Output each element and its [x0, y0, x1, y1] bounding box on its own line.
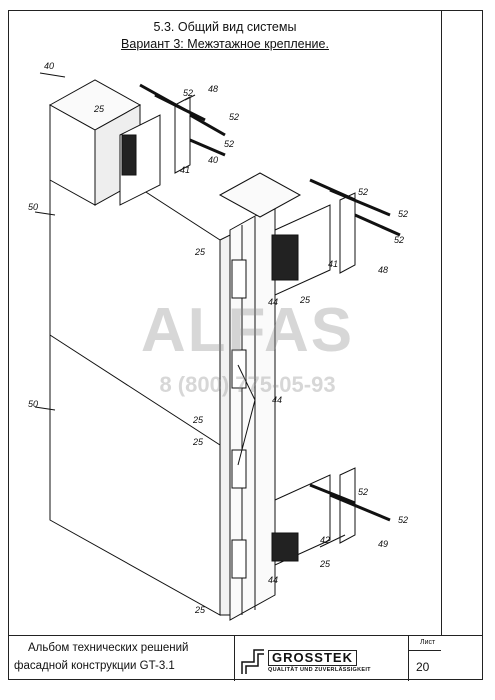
section-title: 5.3. Общий вид системы: [153, 20, 297, 34]
album-title-line2: фасадной конструкции GT-3.1: [14, 660, 175, 672]
album-title-line1: Альбом технических решений: [28, 642, 189, 654]
callout-label: 52: [229, 112, 239, 122]
callout-label: 50: [28, 399, 38, 409]
callout-label: 48: [208, 84, 218, 94]
callout-label: 48: [378, 265, 388, 275]
facade-system-drawing: 40 25 52 48 52 52 41 40 52 52 52 50 25 4…: [28, 61, 408, 621]
callout-label: 44: [268, 575, 278, 585]
callout-label: 52: [398, 209, 408, 219]
callout-label: 50: [28, 202, 38, 212]
callout-label: 25: [194, 605, 206, 615]
callout-label: 52: [183, 88, 193, 98]
variant-subtitle: Вариант 3: Межэтажное крепление.: [121, 37, 329, 51]
callout-label: 40: [208, 155, 218, 165]
callout-label: 52: [358, 187, 368, 197]
sheet-frame: [8, 10, 483, 680]
callout-label: 52: [358, 487, 368, 497]
callout-label: 25: [192, 415, 204, 425]
sheet-label: Лист: [420, 639, 436, 646]
callout-label: 25: [93, 104, 105, 114]
sheet-cell-divider: [408, 636, 409, 681]
logo-tagline: QUALITÄT UND ZUVERLÄSSIGKEIT: [268, 667, 371, 673]
callout-label: 40: [44, 61, 54, 71]
callout-label: 49: [378, 539, 388, 549]
sheet-cell-line: [408, 650, 441, 651]
callout-label: 44: [272, 395, 282, 405]
clip-44-c: [231, 449, 247, 489]
callout-label: 41: [180, 165, 190, 175]
callout-label: 25: [319, 559, 331, 569]
title-block-divider: [234, 636, 235, 681]
logo-name: GROSSTEK: [268, 650, 357, 666]
callout-label: 25: [299, 295, 311, 305]
callout-label: 42: [320, 535, 330, 545]
title-block: Альбом технических решений фасадной конс…: [8, 635, 483, 681]
callout-label: 52: [224, 139, 234, 149]
watermark-phone: 8 (800) 775-05-93: [159, 372, 336, 397]
hatch-block-lower: [271, 532, 299, 562]
clip-44-b: [231, 349, 247, 389]
side-column-line: [441, 10, 442, 635]
grosstek-logo: GROSSTEK QUALITÄT UND ZUVERLÄSSIGKEIT: [240, 648, 405, 678]
hatch-block-right: [271, 234, 299, 281]
clip-44-a: [231, 259, 247, 299]
clip-44-d: [231, 539, 247, 579]
callout-label: 52: [398, 515, 408, 525]
callout-label: 25: [194, 247, 206, 257]
callout-label: 52: [394, 235, 404, 245]
panel-edge: [219, 234, 231, 616]
hatch-block-left: [121, 134, 137, 176]
callout-label: 25: [192, 437, 204, 447]
sheet-number: 20: [416, 660, 430, 674]
logo-mark-icon: [241, 649, 264, 674]
callout-label: 41: [328, 259, 338, 269]
watermark-brand: ALFAS: [140, 296, 355, 365]
top-profile-right: [218, 172, 302, 218]
callout-label: 44: [268, 297, 278, 307]
